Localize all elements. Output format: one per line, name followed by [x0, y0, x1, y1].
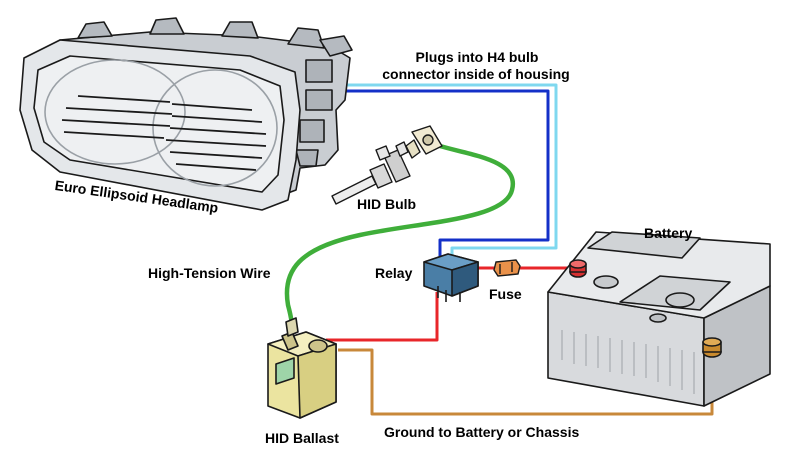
hid-ballast-label: HID Ballast	[265, 430, 339, 446]
hid-bulb-icon	[331, 125, 443, 205]
light-blue-wire	[338, 83, 558, 258]
high-tension-wire-label: High-Tension Wire	[148, 265, 271, 281]
battery-label: Battery	[644, 225, 693, 241]
high-tension-wire	[284, 143, 516, 331]
relay-icon	[423, 253, 479, 302]
fuse-label: Fuse	[489, 286, 522, 302]
ground-label: Ground to Battery or Chassis	[384, 424, 580, 440]
battery-icon	[547, 231, 771, 407]
plugs-label-line1: Plugs into H4 bulb	[415, 49, 539, 65]
fuse-icon	[493, 259, 521, 277]
dark-blue-wire	[338, 89, 550, 258]
relay-label: Relay	[375, 265, 413, 281]
red-wire-relay-ballast	[326, 292, 439, 342]
hid-ballast-icon	[267, 317, 337, 419]
headlamp-icon	[19, 17, 353, 211]
plugs-label-line2: connector inside of housing	[382, 66, 570, 82]
hid-bulb-label: HID Bulb	[357, 196, 417, 212]
